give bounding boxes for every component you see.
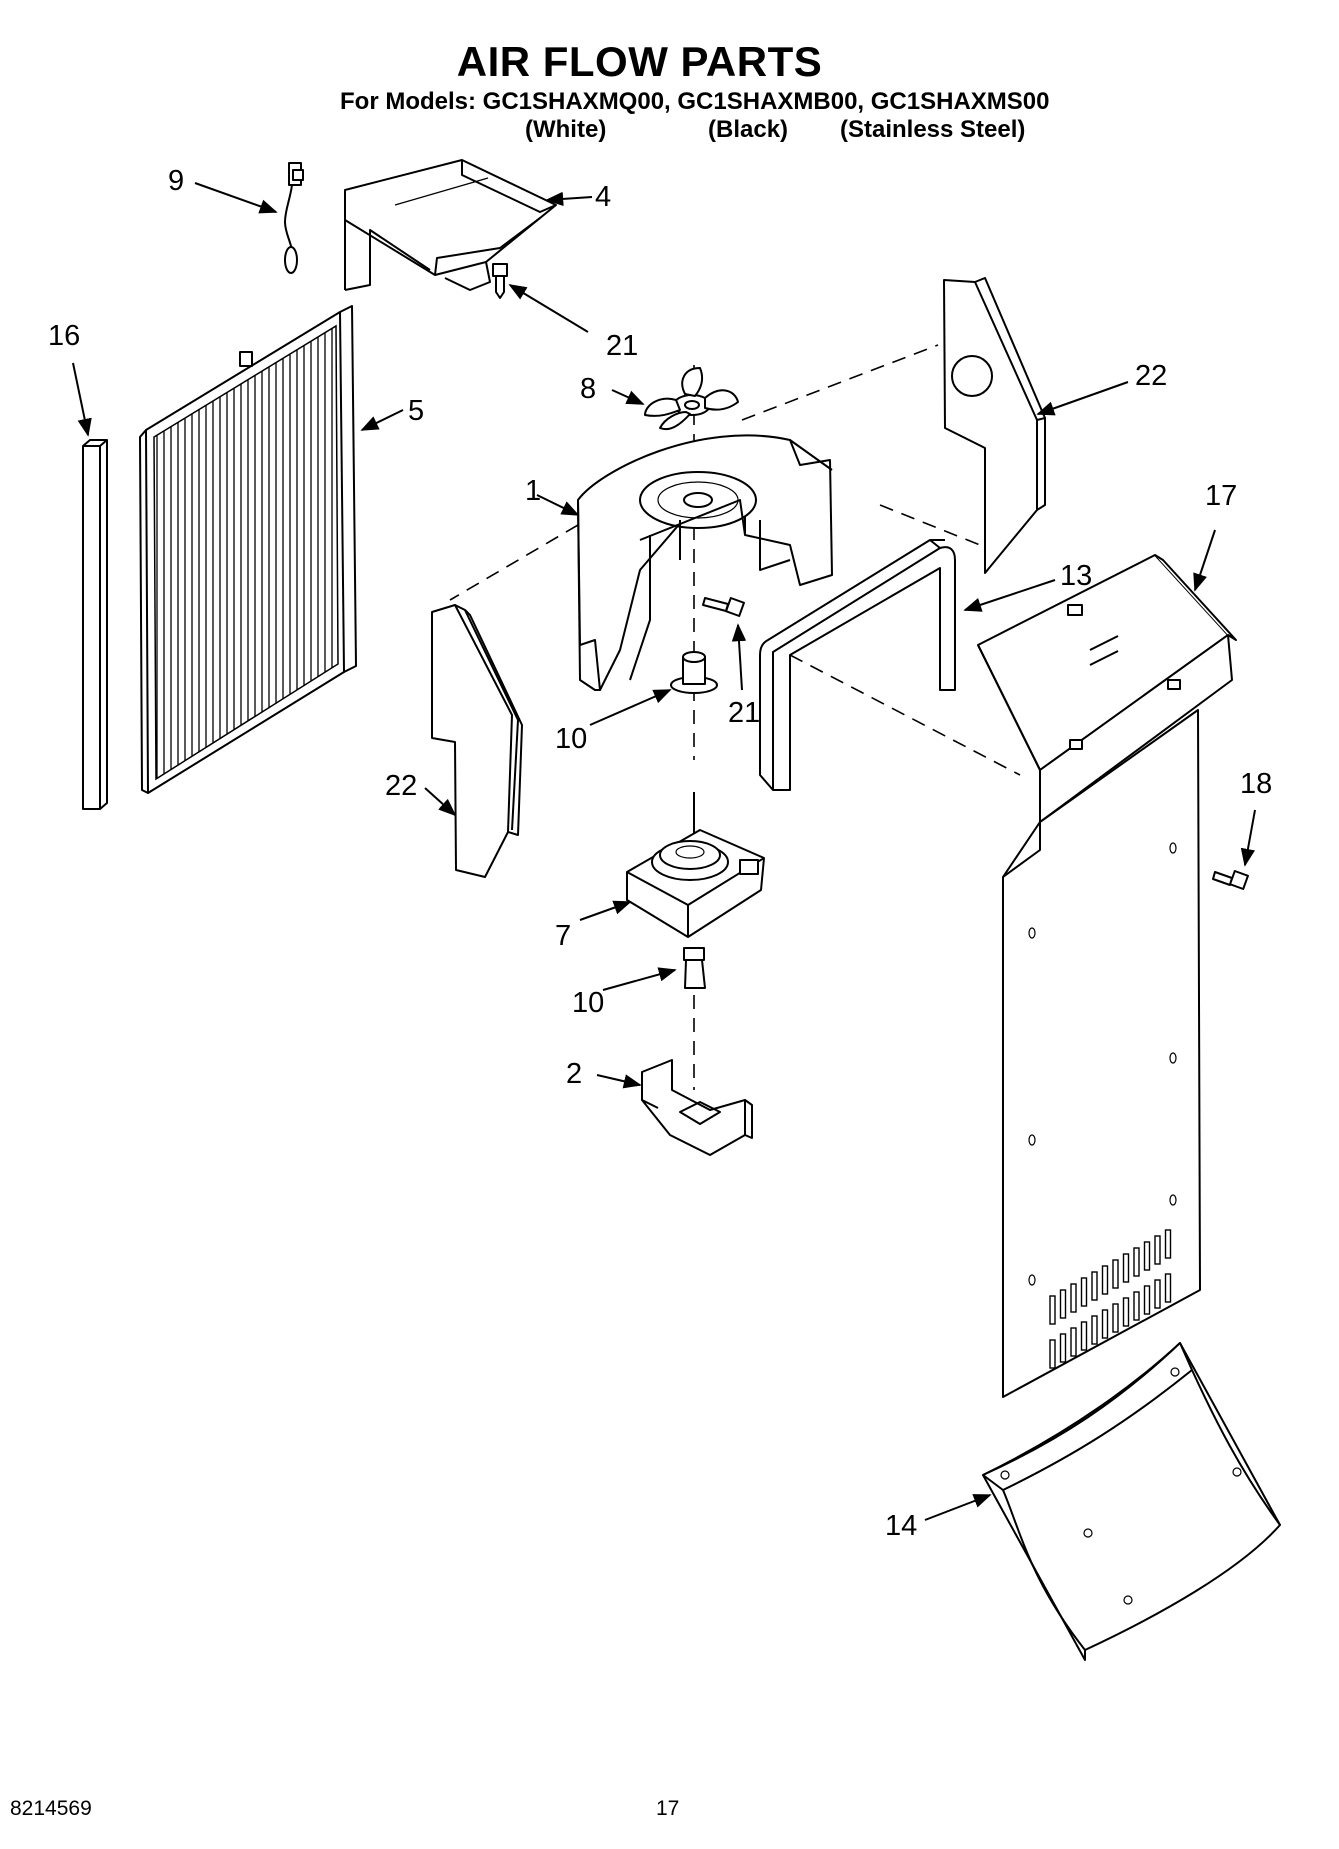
bushing-part-10-lower [683,947,706,1090]
callout-5: 5 [408,395,424,427]
vent-slot [1154,1235,1161,1265]
vent-slot [1112,1259,1119,1289]
fan-blade-part-8 [644,365,739,760]
deflector-part-14 [982,1342,1281,1661]
callout-22-right: 22 [1135,360,1167,392]
vent-slot [1122,1297,1130,1327]
u-channel-part-13 [759,539,1021,791]
callout-9: 9 [168,165,184,197]
vent-slot [1164,1229,1172,1259]
callout-21-mid: 21 [728,697,760,729]
vent-slot [1154,1279,1161,1309]
vent-slot [1049,1339,1056,1369]
callout-2: 2 [566,1058,582,1090]
vent-slot [1080,1321,1088,1351]
evaporator-part-5 [139,305,357,794]
callout-labels: 9 4 21 16 5 8 22 1 17 13 21 10 22 18 7 1… [48,165,1272,1542]
vent-slot [1059,1333,1067,1363]
gasket-strip-part-16 [82,439,108,810]
vent-slot [1133,1247,1140,1277]
screw-part-21-mid [702,597,745,617]
callout-13: 13 [1060,560,1092,592]
vent-slot [1143,1285,1151,1315]
callout-10-upper: 10 [555,723,587,755]
vent-slot [1059,1289,1067,1319]
screw-part-21-top [492,263,508,300]
color-black-label: (Black) [708,116,789,143]
vent-slot [1070,1327,1077,1357]
callout-18: 18 [1240,768,1272,800]
grommet-part-10-upper [670,651,718,694]
vent-slots [1049,1229,1172,1369]
vent-slot [1049,1295,1056,1325]
callout-10-lower: 10 [572,987,604,1019]
callout-1: 1 [525,475,541,507]
document-number: 8214569 [10,1797,92,1820]
models-line: For Models: GC1SHAXMQ00, GC1SHAXMB00, GC… [340,88,1050,115]
duct-housing-part-17 [977,554,1237,1398]
fan-motor-part-7 [626,792,765,938]
duct-cover-part-4 [344,159,557,291]
vent-slot [1070,1283,1077,1313]
callout-14: 14 [885,1510,917,1542]
color-white-label: (White) [525,116,607,143]
page-title: AIR FLOW PARTS [456,38,823,85]
callout-22-left: 22 [385,770,417,802]
vent-slot [1080,1277,1088,1307]
callout-21-top: 21 [606,330,638,362]
baffle-part-22-right [943,277,1046,574]
baffle-part-22-left [431,604,523,878]
callout-17: 17 [1205,480,1237,512]
bracket-part-2 [641,1059,753,1156]
vent-slot [1101,1309,1109,1339]
color-stainless-label: (Stainless Steel) [840,116,1026,143]
vent-slot [1091,1271,1098,1301]
vent-slot [1133,1291,1140,1321]
vent-slot [1143,1241,1151,1271]
leader-lines [72,182,1256,1521]
wire-harness-part-9 [284,162,304,274]
vent-slot [1091,1315,1098,1345]
vent-slot [1101,1265,1109,1295]
vent-slot [1112,1303,1119,1333]
page-number: 17 [656,1797,680,1820]
screw-part-18 [1212,870,1249,890]
fan-shroud-part-1 [449,344,981,691]
vent-slot [1164,1273,1172,1303]
callout-7: 7 [555,920,571,952]
callout-4: 4 [595,181,611,213]
vent-slot [1122,1253,1130,1283]
callout-8: 8 [580,373,596,405]
callout-16: 16 [48,320,80,352]
